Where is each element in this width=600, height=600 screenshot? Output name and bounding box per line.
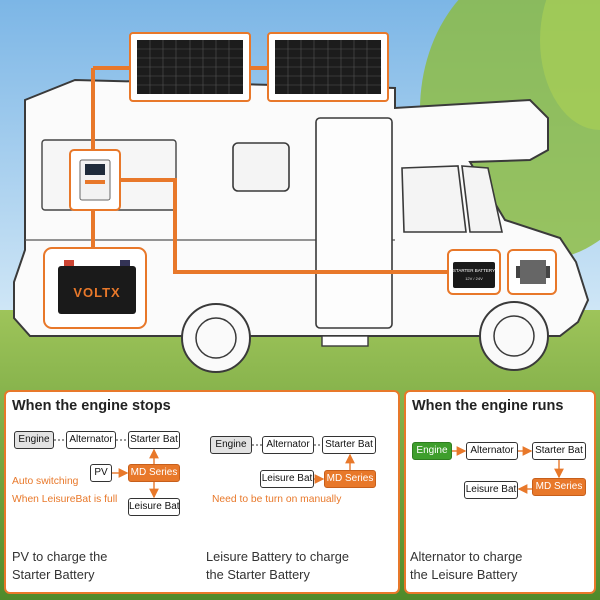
starter-battery-sublabel: 12V / 24V bbox=[465, 276, 483, 281]
a-note-leisurebat-full: When LeisureBat is full bbox=[12, 494, 118, 505]
cab-window bbox=[461, 165, 503, 233]
b-caption-line2: the Starter Battery bbox=[206, 567, 310, 582]
c-caption-line1: Alternator to charge bbox=[410, 549, 523, 564]
b-engine-box: Engine bbox=[210, 436, 252, 454]
engine-icon bbox=[507, 249, 557, 295]
camper-window bbox=[232, 142, 290, 192]
starter-battery-label: STARTER BATTERY bbox=[453, 268, 495, 273]
voltx-logo: VOLTX bbox=[73, 285, 120, 300]
c-md-series-box: MD Series bbox=[532, 478, 586, 496]
tree-foliage bbox=[540, 0, 600, 130]
a-engine-box: Engine bbox=[14, 431, 54, 449]
c-starter-bat-box: Starter Bat bbox=[532, 442, 586, 460]
a-starter-bat-box: Starter Bat bbox=[128, 431, 180, 449]
b-md-series-box: MD Series bbox=[324, 470, 376, 488]
c-caption-line2: the Leisure Battery bbox=[410, 567, 518, 582]
b-alternator-box: Alternator bbox=[262, 436, 314, 454]
solar-panel bbox=[267, 32, 389, 102]
front-wheel bbox=[479, 301, 549, 371]
starter-battery: STARTER BATTERY 12V / 24V bbox=[447, 249, 501, 295]
b-leisure-bat-box: Leisure Bat bbox=[260, 470, 314, 488]
a-leisure-bat-box: Leisure Bat bbox=[128, 498, 180, 516]
step bbox=[321, 335, 369, 347]
engine-runs-title: When the engine runs bbox=[412, 398, 564, 414]
a-md-series-box: MD Series bbox=[128, 464, 180, 482]
engine-stops-title: When the engine stops bbox=[12, 398, 171, 414]
b-starter-bat-box: Starter Bat bbox=[322, 436, 376, 454]
wire-controller-to-starter bbox=[114, 178, 450, 274]
leisure-battery: VOLTX bbox=[43, 247, 147, 329]
a-caption-line1: PV to charge the bbox=[12, 549, 108, 564]
b-note-manual: Need to be turn on manually bbox=[212, 494, 342, 505]
b-caption: Leisure Battery to charge the Starter Ba… bbox=[206, 548, 349, 584]
c-engine-box: Engine bbox=[412, 442, 452, 460]
rear-wheel-hub bbox=[195, 317, 237, 359]
rear-wheel bbox=[181, 303, 251, 373]
engine-stops-panel bbox=[4, 390, 400, 594]
solar-panel bbox=[129, 32, 251, 102]
b-caption-line1: Leisure Battery to charge bbox=[206, 549, 349, 564]
camper-door bbox=[315, 117, 393, 329]
c-alternator-box: Alternator bbox=[466, 442, 518, 460]
c-caption: Alternator to charge the Leisure Battery bbox=[410, 548, 522, 584]
charge-controller bbox=[69, 149, 121, 211]
a-note-auto-switching: Auto switching bbox=[12, 476, 79, 487]
c-leisure-bat-box: Leisure Bat bbox=[464, 481, 518, 499]
a-alternator-box: Alternator bbox=[66, 431, 116, 449]
a-caption: PV to charge the Starter Battery bbox=[12, 548, 107, 584]
a-pv-box: PV bbox=[90, 464, 112, 482]
cab-window bbox=[401, 165, 467, 233]
a-caption-line2: Starter Battery bbox=[12, 567, 95, 582]
front-wheel-hub bbox=[493, 315, 535, 357]
